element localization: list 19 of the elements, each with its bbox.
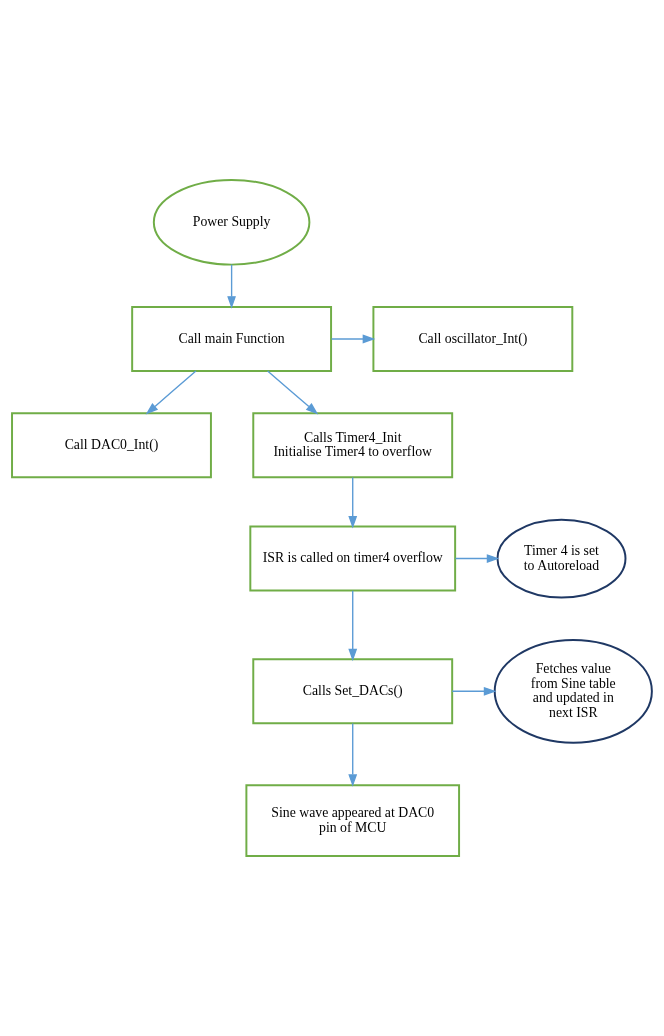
- arrow: [451, 686, 497, 696]
- arrow: [266, 370, 319, 415]
- node-box: Sine wave appeared at DAC0 pin of MCU: [245, 784, 461, 858]
- arrow: [348, 722, 358, 787]
- node-ellipse: Timer 4 is set to Autoreload: [496, 518, 627, 599]
- node-box: Call oscillator_Int(): [372, 305, 574, 372]
- arrow: [348, 590, 358, 662]
- arrow: [348, 476, 358, 529]
- arrow: [227, 264, 237, 309]
- node-box: ISR is called on timer4 overflow: [249, 525, 457, 592]
- node-ellipse: Power Supply: [152, 178, 311, 266]
- arrow: [454, 554, 500, 563]
- node-box: Calls Set_DACs(): [252, 658, 454, 725]
- node-box: Call DAC0_Int(): [11, 412, 212, 479]
- node-box: Call main Function: [131, 305, 333, 372]
- node-ellipse: Fetches value from Sine table and updated in next ISR: [493, 638, 653, 744]
- node-box: Calls Timer4_Init Initialise Timer4 to overflow: [252, 412, 454, 479]
- arrow: [330, 334, 376, 344]
- arrow: [145, 370, 197, 415]
